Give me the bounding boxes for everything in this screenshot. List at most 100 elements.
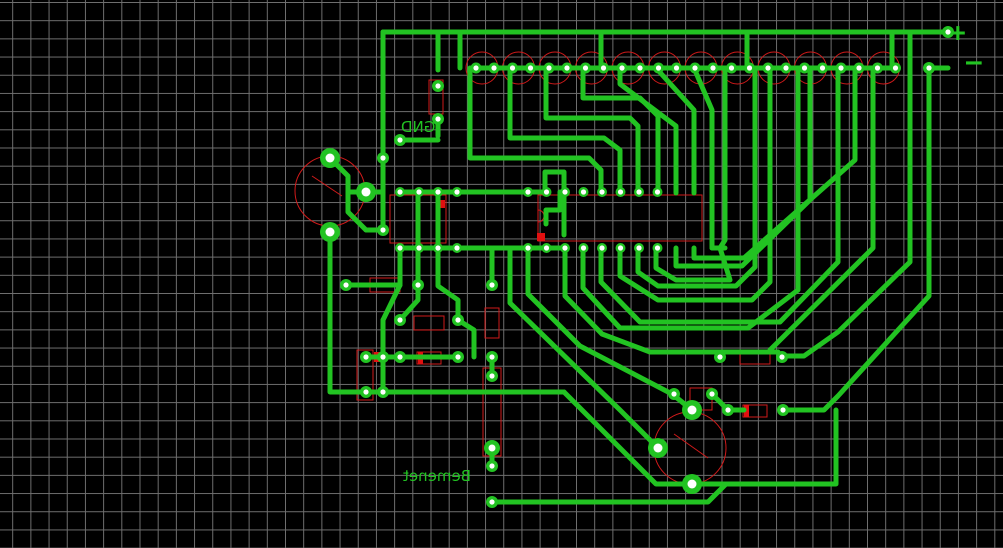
drill-hole [725, 407, 731, 413]
copper-track-layer [327, 29, 951, 505]
drill-hole [580, 189, 587, 195]
drill-hole [435, 189, 441, 195]
drill-hole [363, 354, 369, 360]
drill-hole [945, 29, 951, 35]
drill-hole [489, 282, 495, 288]
drill-hole [582, 65, 589, 71]
drill-hole [325, 153, 335, 163]
copper-track [598, 65, 841, 325]
copper-track [561, 389, 695, 487]
drill-hole [673, 65, 680, 71]
drill-hole [546, 65, 552, 71]
resistor-outline [484, 307, 500, 339]
drill-hole [489, 499, 495, 505]
drill-hole [489, 463, 495, 469]
drill-hole [454, 245, 460, 251]
drill-hole [780, 407, 786, 413]
copper-track [435, 245, 461, 323]
drill-hole [617, 245, 624, 251]
copper-track [327, 155, 369, 233]
copper-track [635, 65, 758, 289]
drill-hole [491, 65, 497, 71]
resistor-outline [413, 315, 445, 331]
drill-hole [435, 245, 441, 251]
drill-hole [361, 187, 371, 197]
drill-hole [454, 189, 460, 195]
copper-track [455, 317, 477, 360]
gnd-label: GND [401, 118, 436, 136]
drill-hole [380, 227, 386, 233]
drill-hole [637, 65, 643, 71]
copper-track [543, 65, 641, 196]
copper-track [543, 189, 563, 227]
drill-hole [564, 65, 570, 71]
drill-hole [380, 155, 386, 161]
drill-hole [543, 245, 550, 251]
drill-hole [655, 65, 662, 71]
drill-hole [580, 245, 587, 251]
drill-hole [416, 189, 422, 195]
drill-hole [783, 65, 789, 71]
minus-supply-label: – [966, 47, 982, 77]
drill-hole [325, 227, 335, 237]
drill-hole [636, 189, 642, 195]
drill-hole [874, 65, 881, 71]
drill-hole [687, 405, 697, 415]
drill-hole [509, 65, 516, 71]
drill-hole [619, 65, 625, 71]
plus-supply-label: + [950, 18, 966, 48]
drill-hole [746, 65, 753, 71]
drill-hole [636, 245, 642, 251]
drill-hole [717, 354, 723, 360]
drill-hole [838, 65, 844, 71]
pin1-marker [537, 233, 545, 241]
pin1-marker [437, 200, 445, 208]
diode-cathode-band [744, 405, 749, 417]
copper-track [691, 65, 715, 251]
drill-hole [473, 65, 479, 71]
drill-hole [926, 65, 932, 71]
drill-hole [489, 354, 495, 360]
drill-hole [363, 389, 369, 395]
drill-hole [415, 282, 421, 288]
drill-hole [380, 389, 386, 395]
drill-hole [397, 354, 403, 360]
drill-hole [397, 317, 403, 323]
drill-hole [562, 189, 568, 195]
drill-hole [435, 116, 441, 122]
copper-track [327, 229, 567, 395]
copper-track [397, 245, 421, 323]
drill-hole [728, 65, 735, 71]
copper-track [780, 65, 932, 413]
drill-hole [692, 65, 698, 71]
drill-hole [489, 373, 495, 379]
copper-track [525, 245, 695, 413]
copper-track [617, 65, 773, 303]
copper-track [562, 245, 781, 355]
drill-hole [599, 189, 605, 195]
drill-hole [488, 444, 496, 452]
trimmer-pot-1-wiper [311, 175, 343, 197]
drill-hole [617, 189, 624, 195]
drill-hole [599, 245, 605, 251]
copper-track [507, 65, 623, 196]
drill-hole [654, 189, 661, 195]
drill-hole [435, 83, 441, 89]
copper-track [653, 65, 733, 283]
copper-track [689, 407, 839, 487]
drill-hole [653, 443, 663, 453]
copper-track [617, 65, 679, 196]
copper-track [691, 65, 858, 261]
copper-track [580, 65, 801, 331]
drill-hole [671, 391, 677, 397]
drill-hole [654, 245, 661, 251]
drill-hole [397, 245, 403, 251]
ic2-notch [537, 209, 545, 223]
drill-hole [765, 65, 771, 71]
copper-track [507, 245, 661, 451]
drill-hole [455, 317, 461, 323]
drill-hole [416, 245, 422, 251]
copper-track [542, 169, 567, 238]
